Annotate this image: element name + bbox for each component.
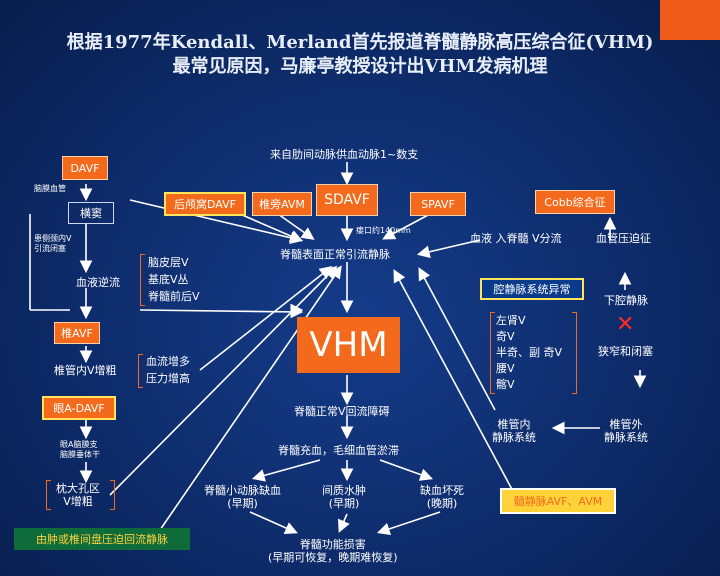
vertebral-dilation-label: 椎管内V增粗 bbox=[54, 364, 117, 377]
davf-box: DAVF bbox=[62, 156, 108, 180]
block-x-icon: ✕ bbox=[616, 312, 635, 337]
vein-item-1: 左肾V bbox=[496, 314, 526, 327]
dural-vessel-label: 脑膜血管 bbox=[34, 184, 66, 193]
reflux-item-1: 脑皮层V bbox=[148, 256, 189, 269]
ivc-label: 下腔静脉 bbox=[604, 294, 648, 307]
fistula-label: 瘘口约140mm bbox=[356, 226, 411, 235]
cobb-box: Cobb综合征 bbox=[535, 190, 615, 214]
vertebral-avf-box: 椎AVF bbox=[54, 322, 100, 344]
foramen-bracket-left bbox=[46, 480, 51, 510]
spavf-box: SPAVF bbox=[410, 192, 466, 216]
flow-bracket bbox=[138, 354, 143, 388]
ophthalmic-davf-box: 眼A-DAVF bbox=[42, 396, 116, 420]
paraspinal-avm-box: 椎旁AVM bbox=[252, 192, 312, 216]
ophthalmic-branch-label: 眼A脑膜支 脑膜垂体干 bbox=[60, 440, 100, 459]
foramen-label: 枕大孔区 V增粗 bbox=[56, 482, 100, 508]
corner-accent bbox=[660, 0, 720, 40]
title-line-1: 根据1977年Kendall、Merland首先报道脊髓静脉高压综合征(VHM) bbox=[66, 32, 654, 53]
damage-label: 脊髓功能损害 (早期可恢复，晚期难恢复) bbox=[268, 538, 398, 564]
ischemia-label: 脊髓小动脉缺血 (早期) bbox=[204, 484, 281, 510]
congestion-label: 脊髓充血，毛细血管淤滞 bbox=[278, 444, 399, 457]
sdavf-box: SDAVF bbox=[316, 184, 378, 216]
cobb-compression-label: 血管压迫征 bbox=[596, 232, 651, 245]
transverse-sinus-box: 横窦 bbox=[68, 202, 114, 224]
reflux-label: 血液逆流 bbox=[76, 276, 120, 289]
flow-effect-2: 压力增高 bbox=[146, 372, 190, 385]
veins-bracket-left bbox=[490, 312, 495, 394]
necrosis-label: 缺血坏死 (晚期) bbox=[420, 484, 464, 510]
stenosis-label: 狭窄和闭塞 bbox=[598, 345, 653, 358]
jugular-occlusion-label: 患侧颈内V 引流闭塞 bbox=[34, 234, 72, 253]
posterior-fossa-davf-box: 后颅窝DAVF bbox=[164, 192, 246, 216]
compression-note-box: 由肿或椎间盘压迫回流静脉 bbox=[14, 528, 190, 550]
medullary-avf-box: 髓静脉AVF、AVM bbox=[500, 488, 616, 514]
reflux-item-3: 脊髓前后V bbox=[148, 290, 200, 303]
foramen-bracket-right bbox=[110, 480, 115, 510]
edema-label: 间质水肿 (早期) bbox=[322, 484, 366, 510]
flow-effect-1: 血流增多 bbox=[146, 355, 190, 368]
cobb-shunt-label: 血液 入脊髓 V分流 bbox=[470, 232, 562, 245]
vein-item-2: 奇V bbox=[496, 330, 515, 343]
vein-item-5: 髂V bbox=[496, 378, 515, 391]
supply-label: 来自肋间动脉供血动脉1~数支 bbox=[270, 148, 419, 161]
obstruction-label: 脊髓正常V回流障碍 bbox=[294, 405, 390, 418]
drainage-vein-label: 脊髓表面正常引流静脉 bbox=[280, 248, 390, 261]
reflux-bracket bbox=[140, 254, 145, 306]
cava-abnormality-box: 腔静脉系统异常 bbox=[480, 278, 584, 300]
vein-item-4: 腰V bbox=[496, 362, 515, 375]
vein-item-3: 半奇、副 奇V bbox=[496, 346, 563, 359]
veins-bracket-right bbox=[572, 312, 577, 394]
reflux-item-2: 基底V丛 bbox=[148, 273, 189, 286]
extraspinal-venous-label: 椎管外 静脉系统 bbox=[604, 418, 648, 444]
vhm-box: VHM bbox=[297, 317, 400, 373]
title-line-2: 最常见原因，马廉亭教授设计出VHM发病机理 bbox=[172, 56, 548, 77]
intraspinal-venous-label: 椎管内 静脉系统 bbox=[492, 418, 536, 444]
